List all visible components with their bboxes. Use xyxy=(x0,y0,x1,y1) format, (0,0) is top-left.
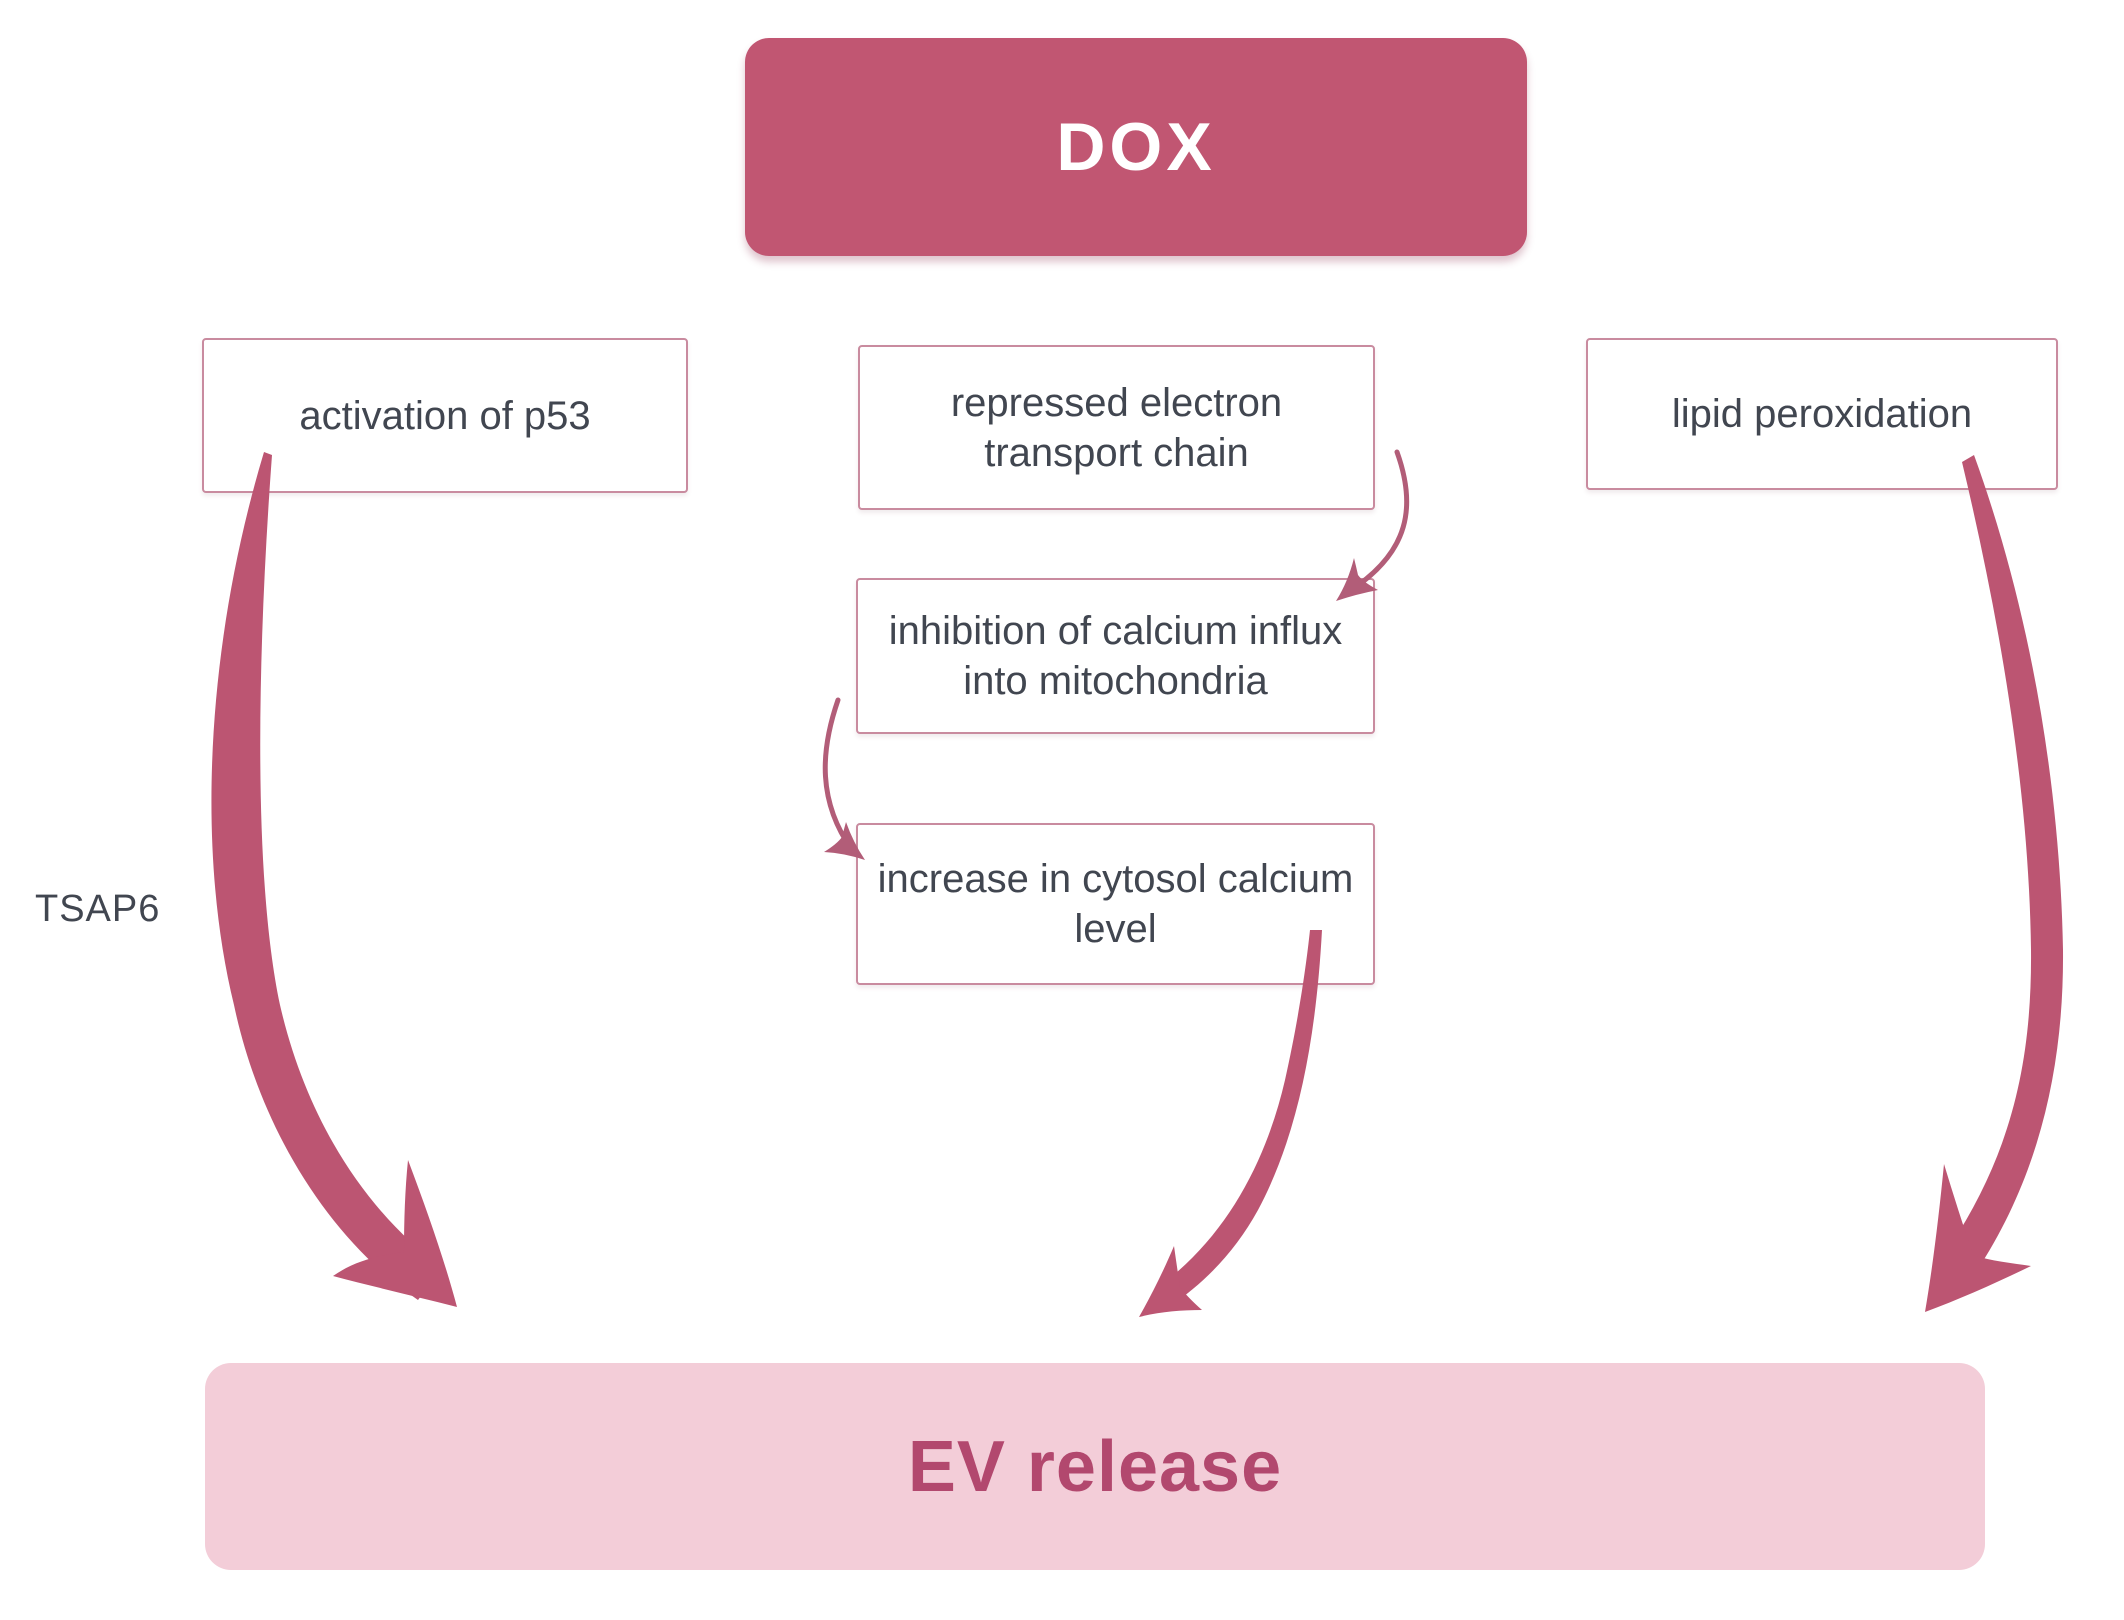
arrow-cytosol-to-ev-shaft xyxy=(1157,930,1322,1306)
node-inhibition-of-calcium-influx: inhibition of calcium influx into mitoch… xyxy=(856,578,1375,734)
tsap6-edge-label: TSAP6 xyxy=(35,888,161,930)
arrow-lipid-to-ev-head xyxy=(1925,1164,2031,1312)
node-inhibition-of-calcium-influx-label: inhibition of calcium influx into mitoch… xyxy=(888,609,1343,703)
arrow-p53-to-ev-shaft xyxy=(211,452,442,1300)
node-repressed-electron-transport-chain-label: repressed electron transport chain xyxy=(950,380,1283,475)
node-ev-release-label: EV release xyxy=(907,1426,1283,1507)
node-lipid-peroxidation-label: lipid peroxidation xyxy=(1671,392,1973,436)
node-increase-in-cytosol-calcium: increase in cytosol calcium level xyxy=(856,823,1375,985)
node-activation-of-p53: activation of p53 xyxy=(202,338,688,493)
node-ev-release: EV release xyxy=(205,1363,1985,1570)
node-increase-in-cytosol-calcium-label: increase in cytosol calcium level xyxy=(877,857,1354,951)
node-dox-label: DOX xyxy=(1056,109,1216,185)
node-activation-of-p53-label: activation of p53 xyxy=(299,393,591,438)
arrow-influx-to-cytosol-shaft xyxy=(822,697,855,853)
arrow-p53-to-ev-head xyxy=(333,1160,457,1307)
arrow-lipid-to-ev-shaft xyxy=(1950,455,2064,1272)
arrow-cytosol-to-ev-head xyxy=(1139,1246,1202,1317)
node-repressed-electron-transport-chain: repressed electron transport chain xyxy=(858,345,1375,510)
node-dox: DOX xyxy=(745,38,1527,256)
node-lipid-peroxidation: lipid peroxidation xyxy=(1586,338,2058,490)
